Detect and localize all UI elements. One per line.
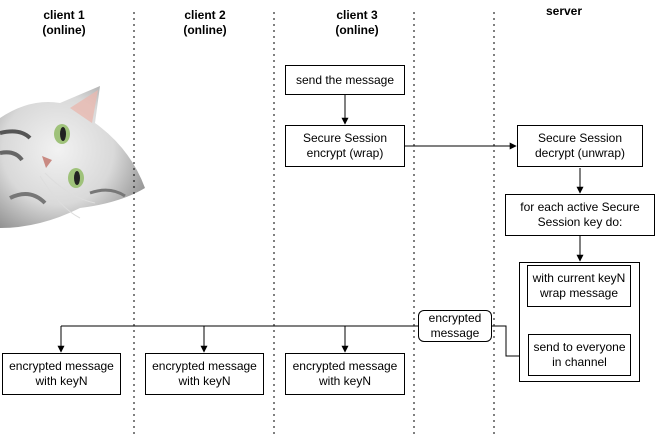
line-send-to-label xyxy=(492,325,528,357)
client1-result-box: encrypted message with keyN xyxy=(2,353,121,395)
send-message-box: send the message xyxy=(285,65,405,95)
client2-result-box: encrypted message with keyN xyxy=(145,353,264,395)
wrap-message-box: with current keyN wrap message xyxy=(527,265,631,307)
cat-illustration xyxy=(0,86,145,228)
column-header-client-2: client 2 (online) xyxy=(183,8,227,37)
decrypt-box: Secure Session decrypt (unwrap) xyxy=(517,125,643,167)
client3-result-box: encrypted message with keyN xyxy=(285,353,405,395)
column-header-client-1: client 1 (online) xyxy=(42,8,86,37)
for-each-box: for each active Secure Session key do: xyxy=(505,194,655,236)
column-header-client-3: client 3 (online) xyxy=(335,8,379,37)
encrypt-box: Secure Session encrypt (wrap) xyxy=(285,125,405,167)
send-everyone-box: send to everyone in channel xyxy=(528,334,631,376)
lifelines xyxy=(133,12,495,438)
encrypted-message-label: encrypted message xyxy=(418,310,492,342)
column-header-server: server xyxy=(545,4,583,18)
